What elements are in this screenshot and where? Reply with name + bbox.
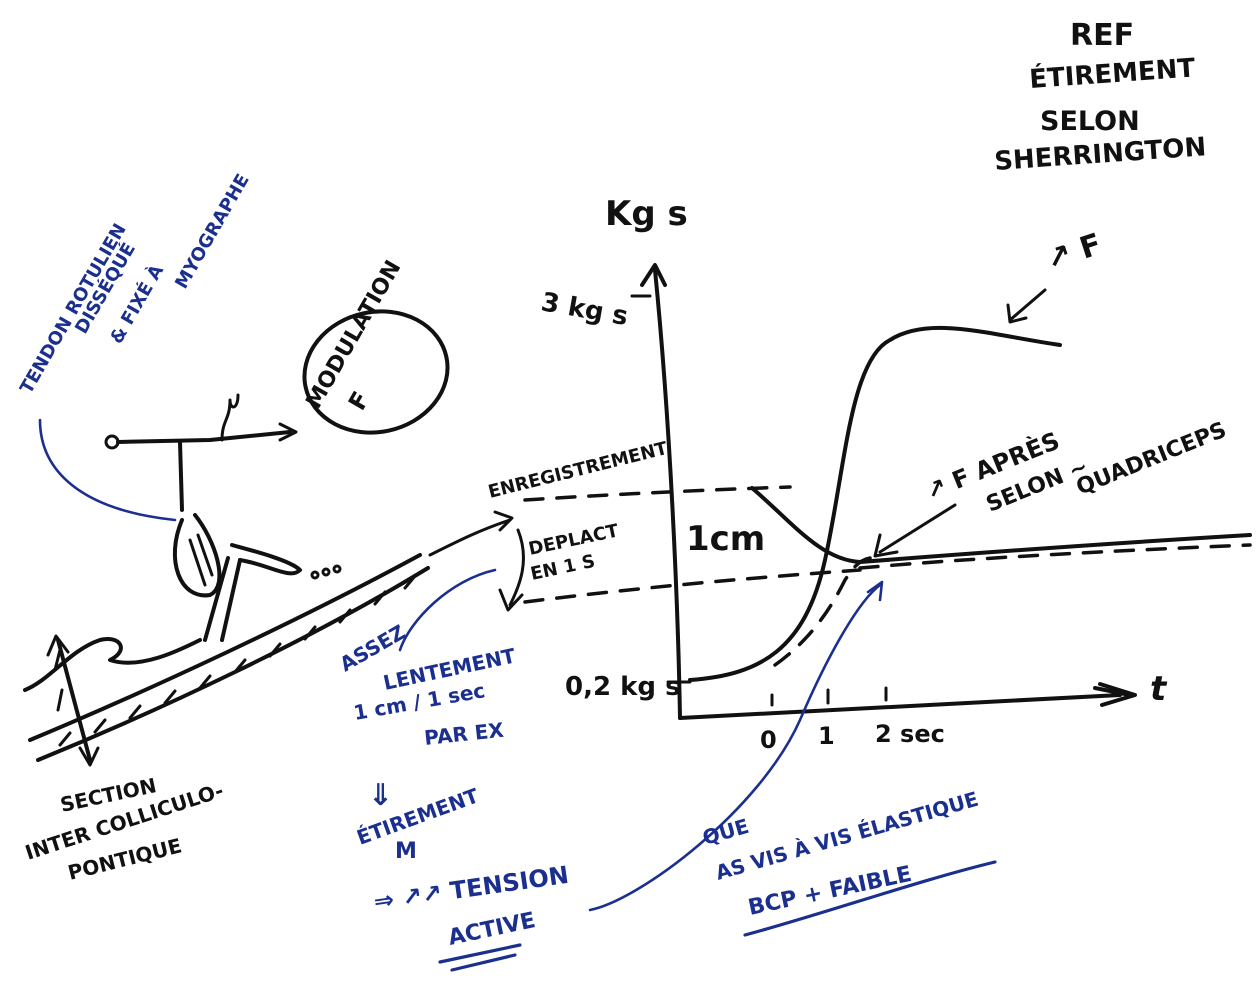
force-after-arrow <box>878 503 957 554</box>
title-line-4: SHERRINGTON <box>993 132 1207 177</box>
muscle-fibres <box>188 533 214 587</box>
force-curve <box>688 325 1062 682</box>
force-time-graph: Kg s 3 kg s 0,2 kg s t 0 1 2 sec 1cm ↗ F… <box>539 194 1252 754</box>
y-tick-top-label: 3 kg s <box>539 287 630 332</box>
animal-feature <box>53 648 64 712</box>
y-axis-unit: Kg s <box>605 194 688 234</box>
leg-to-record-line <box>428 518 512 557</box>
tendon-label-4: MYOGRAPHE <box>171 171 254 293</box>
x-tick-2-label: 2 sec <box>875 720 945 748</box>
force-after-arrowhead <box>873 533 899 558</box>
title-block: REF ÉTIREMENT SELON SHERRINGTON <box>993 18 1207 177</box>
tibia <box>203 556 242 642</box>
active-label: ACTIVE <box>446 908 538 951</box>
dot-1 <box>310 570 320 580</box>
assez-line-4: PAR EX <box>423 718 505 750</box>
tendon-label-1: TENDON ROTULIEN <box>16 220 131 397</box>
x-axis-arrow <box>1098 682 1137 707</box>
modulation-label-2: F <box>343 387 375 415</box>
tendon-thread <box>178 440 184 512</box>
deplacement-arrowhead <box>498 588 524 612</box>
active-underline <box>438 943 522 972</box>
quadriceps-muscle <box>172 513 222 598</box>
y-tick-low-label: 0,2 kg s <box>565 672 681 702</box>
tendon-pointer <box>38 418 177 522</box>
recording-links <box>428 485 862 612</box>
x-tick-1-label: 1 <box>818 722 835 750</box>
force-increase-label: ↗ F <box>1042 227 1106 278</box>
implies-arrow: ⇓ <box>368 778 393 813</box>
deplacement-link <box>523 568 862 604</box>
force-after-label-3: QUADRICEPS <box>1073 418 1230 501</box>
que-underline <box>743 860 997 937</box>
force-increase-arrow <box>1008 288 1047 322</box>
dot-2 <box>321 567 331 577</box>
modulation-ellipse <box>302 309 450 435</box>
lever-arm <box>116 430 292 444</box>
force-increase-arrowhead <box>1006 303 1028 324</box>
animal-body <box>23 637 202 692</box>
board-hatching <box>58 574 417 747</box>
preparation-sketch: MODULATION F ENREGISTREMENT DEPLACT EN 1… <box>22 256 670 884</box>
etirement-line-2: M <box>395 839 417 864</box>
section-arrow-top <box>46 634 70 657</box>
displacement-plateau-dashed <box>858 543 1252 570</box>
enregistrement-link <box>523 485 792 502</box>
deplacement-arrow <box>508 528 525 607</box>
assez-pointer <box>398 568 497 652</box>
y-axis <box>653 268 682 720</box>
y-axis-arrow <box>640 263 667 287</box>
x-axis-label: t <box>1150 669 1168 709</box>
title-line-2: ÉTIREMENT <box>1028 51 1196 95</box>
enregistrement-label: ENREGISTREMENT <box>486 438 670 503</box>
inset-label: 1cm <box>686 519 765 559</box>
que-pointer-head <box>866 580 884 602</box>
leg-to-record-arrowhead <box>493 510 514 532</box>
section-line <box>56 638 92 762</box>
tension-line: ⇒ ↗↗ TENSION <box>372 861 571 916</box>
x-axis-arrow-shaft <box>1093 686 1132 697</box>
que-line-2: AS VIS À VIS ÉLASTIQUE <box>713 787 981 885</box>
spring <box>220 393 240 442</box>
x-tick-0-label: 0 <box>760 726 777 754</box>
dot-3 <box>332 564 342 574</box>
title-line-1: REF <box>1070 18 1134 53</box>
que-line-1: QUE <box>700 814 752 850</box>
que-pointer <box>588 583 882 912</box>
section-arrow-bottom <box>78 746 100 767</box>
displacement-curve <box>750 486 1252 564</box>
lever-arrowhead <box>278 422 298 442</box>
x-axis <box>678 693 1122 720</box>
femur <box>230 543 302 576</box>
title-line-3: SELON <box>1040 106 1140 137</box>
